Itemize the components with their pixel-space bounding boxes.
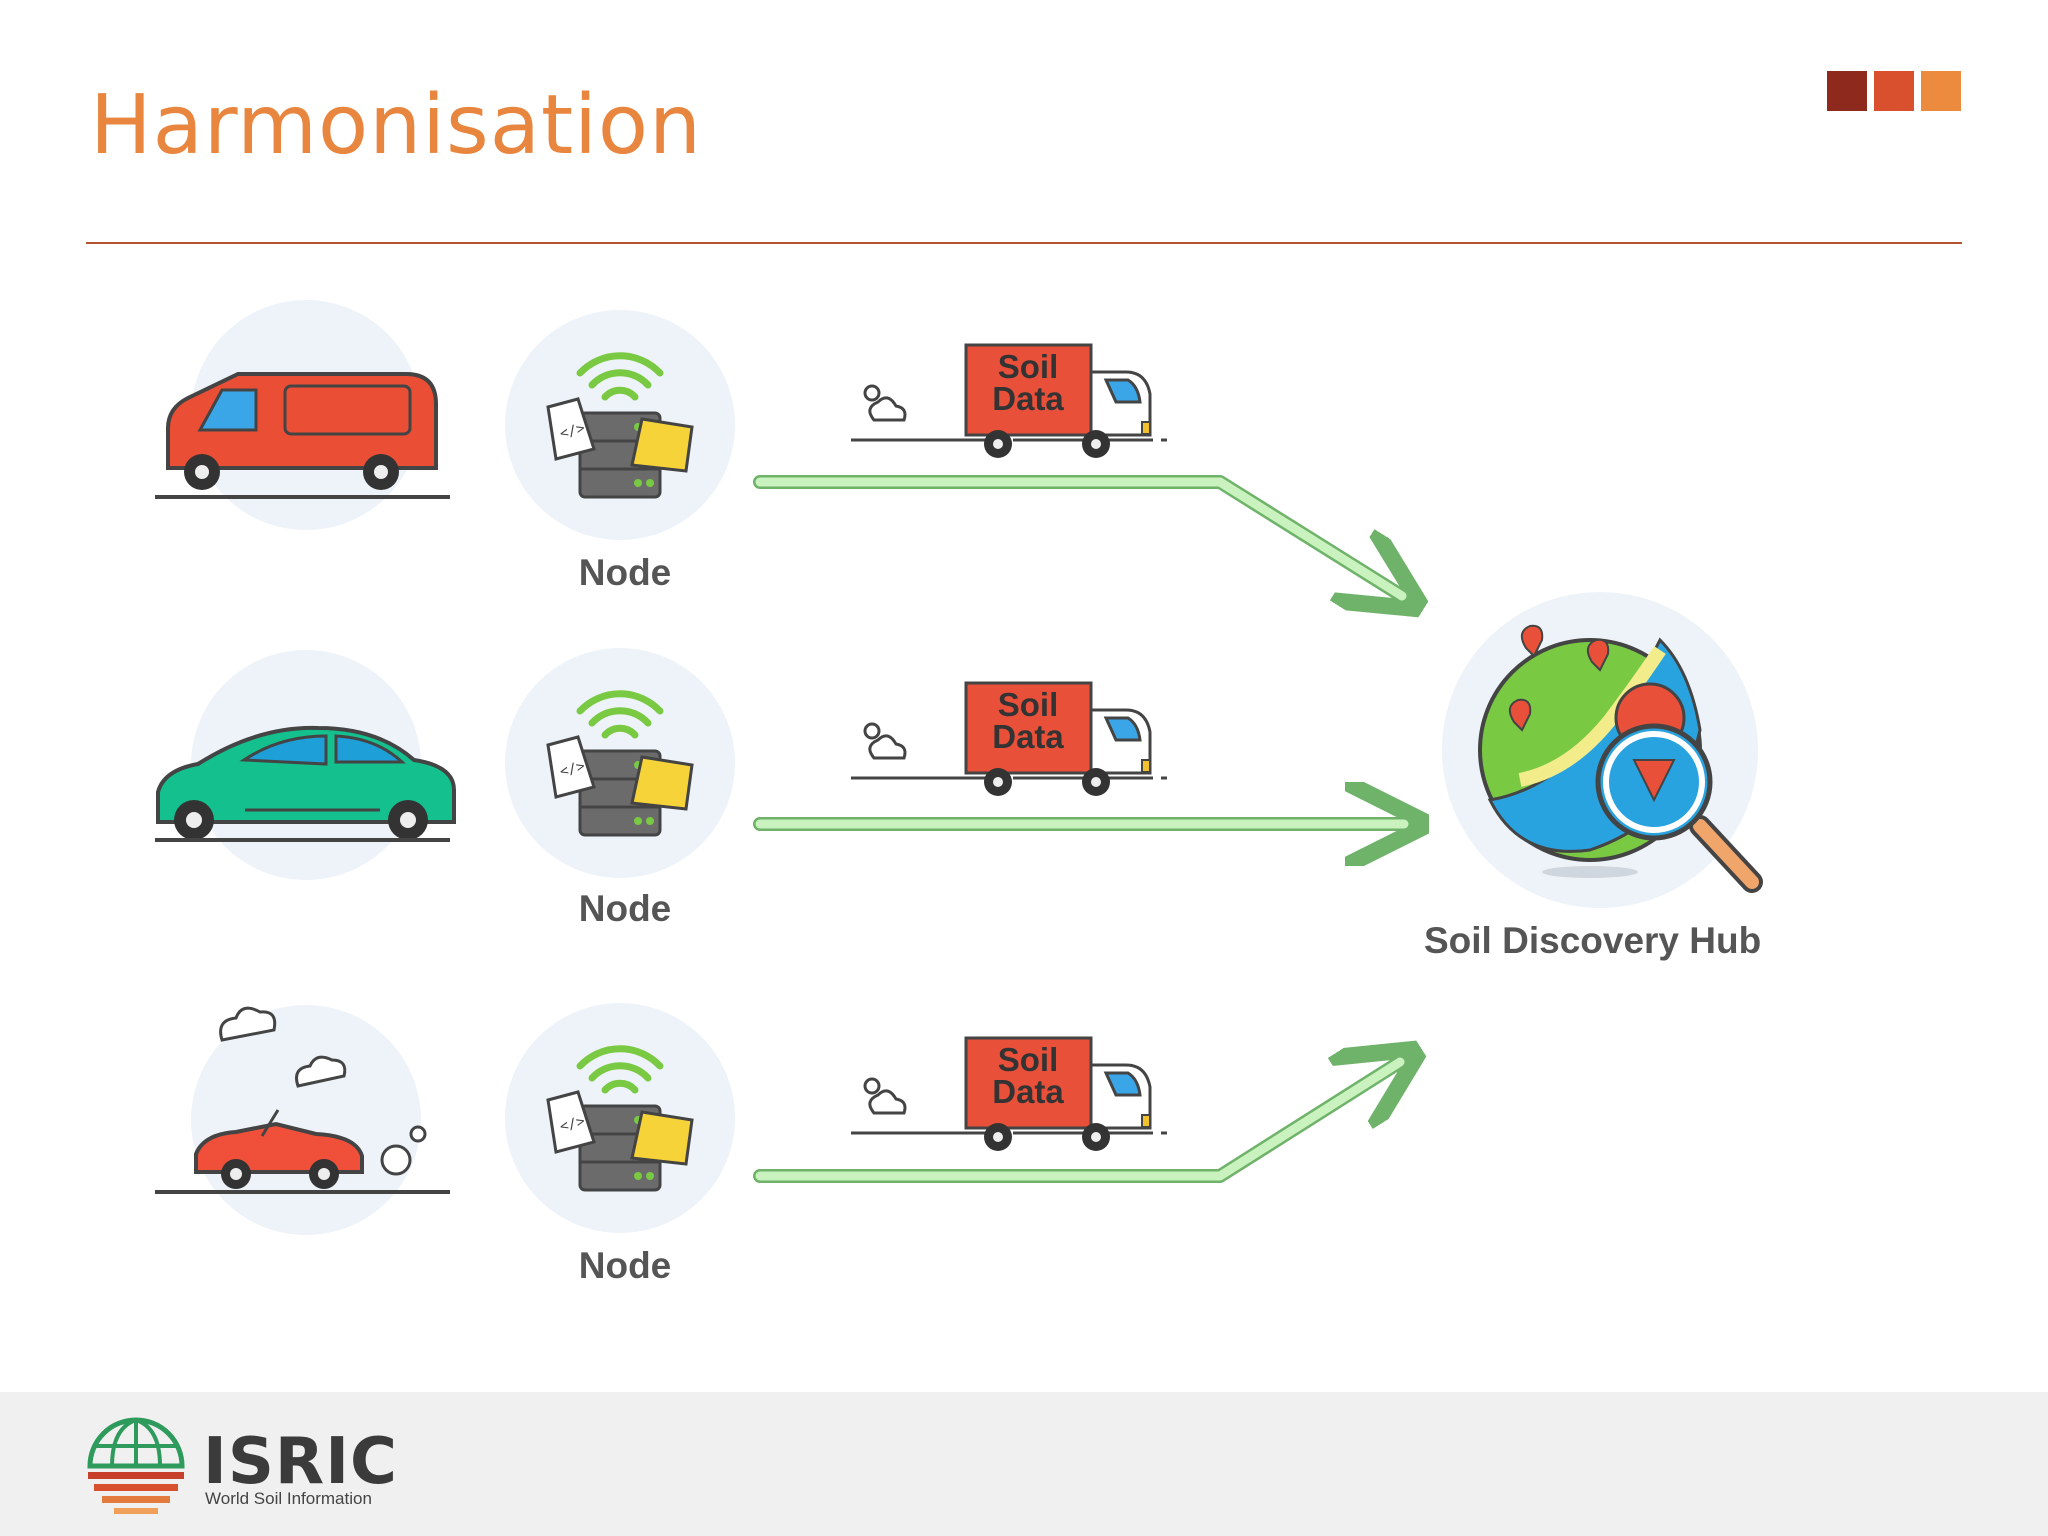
title-divider xyxy=(86,242,1962,244)
truck-label-line2: Data xyxy=(992,718,1064,755)
accent-square-dark xyxy=(1827,71,1867,111)
truck-label-line1: Soil xyxy=(998,348,1059,385)
node-label-2: Node xyxy=(578,888,672,929)
truck-label-line1: Soil xyxy=(998,1041,1059,1078)
convertible-source xyxy=(155,1005,450,1235)
isric-globe-logo xyxy=(87,1417,185,1514)
truck-label-line2: Data xyxy=(992,1073,1064,1110)
soil-data-truck-1: Soil Data xyxy=(849,343,1173,460)
isric-logo-text: ISRIC xyxy=(203,1425,398,1499)
accent-square-mid xyxy=(1874,71,1914,111)
convertible-icon xyxy=(155,1006,450,1194)
node-label-3: Node xyxy=(578,1245,672,1286)
truck-label-line2: Data xyxy=(992,380,1064,417)
van-icon xyxy=(155,372,450,499)
accent-square-light xyxy=(1921,71,1961,111)
soil-data-truck-3: Soil Data xyxy=(849,1036,1173,1153)
isric-logo-subtitle: World Soil Information xyxy=(205,1489,372,1508)
slide-title: Harmonisation xyxy=(90,78,703,173)
accent-squares xyxy=(1827,71,1961,111)
van-source xyxy=(155,300,450,530)
footer-bar xyxy=(0,1392,2048,1536)
node-label-1: Node xyxy=(578,552,672,593)
car-source xyxy=(155,650,456,880)
node-server-1 xyxy=(505,310,735,540)
globe-search-icon xyxy=(1478,624,1763,893)
soil-discovery-hub xyxy=(1442,592,1763,908)
node-server-2 xyxy=(505,648,735,878)
soil-data-truck-2: Soil Data xyxy=(849,681,1173,798)
truck-label-line1: Soil xyxy=(998,686,1059,723)
hub-label: Soil Discovery Hub xyxy=(1424,920,1762,961)
car-icon xyxy=(155,725,456,842)
node-server-3 xyxy=(505,1003,735,1233)
